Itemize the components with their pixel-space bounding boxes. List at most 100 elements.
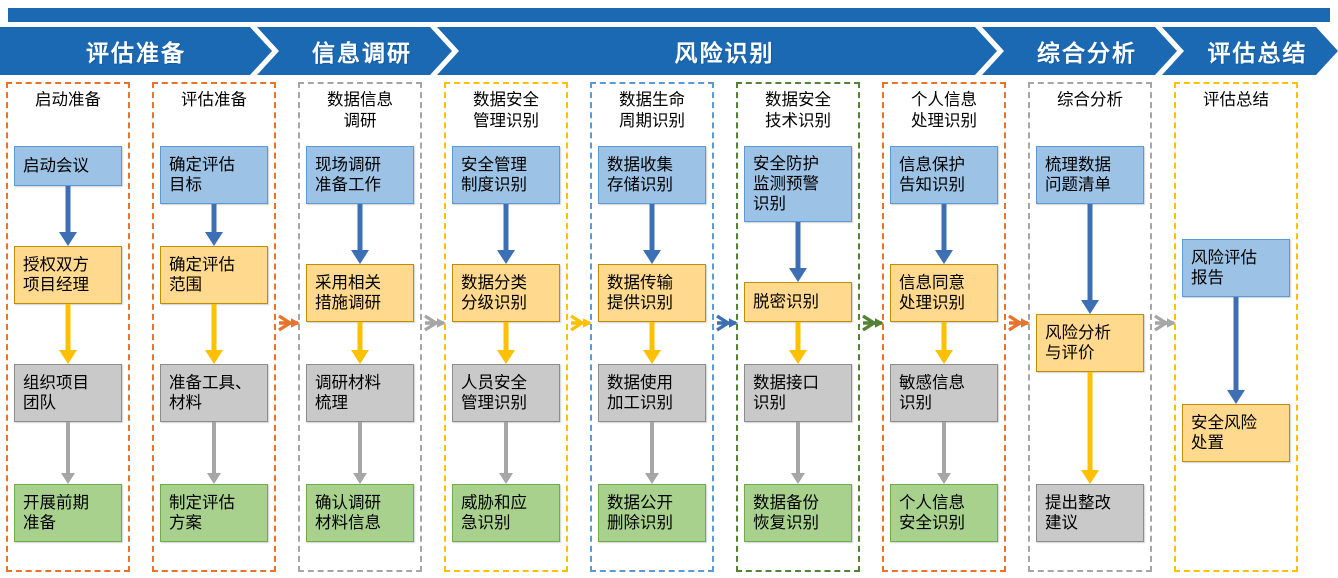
process-node[interactable]: 确定评估 范围 xyxy=(160,246,268,304)
stage-transition-arrow xyxy=(570,310,592,336)
stage-header-label: 评估准备 xyxy=(86,41,186,67)
column-title: 个人信息 处理识别 xyxy=(911,90,977,130)
process-node[interactable]: 数据备份 恢复识别 xyxy=(744,484,852,542)
arrow-shaft xyxy=(358,422,362,473)
arrow-head xyxy=(205,232,223,246)
arrow-head xyxy=(499,473,513,484)
process-column-4: 数据安全 管理识别安全管理 制度识别数据分类 分级识别人员安全 管理识别威胁和应… xyxy=(444,82,568,572)
process-node[interactable]: 安全风险 处置 xyxy=(1182,404,1290,462)
process-node[interactable]: 确认调研 材料信息 xyxy=(306,484,414,542)
arrow-shaft xyxy=(1233,297,1239,390)
process-node[interactable]: 数据分类 分级识别 xyxy=(452,264,560,322)
process-node-label: 风险评估 报告 xyxy=(1191,247,1257,287)
process-node-label: 个人信息 安全识别 xyxy=(899,492,965,532)
arrow-shaft xyxy=(65,186,71,232)
arrow-shaft xyxy=(503,204,509,250)
flow-arrow-down xyxy=(160,204,268,246)
arrow-head xyxy=(351,250,369,264)
process-node[interactable]: 启动会议 xyxy=(14,146,122,186)
process-node[interactable]: 数据公开 删除识别 xyxy=(598,484,706,542)
process-node[interactable]: 数据使用 加工识别 xyxy=(598,364,706,422)
flow-arrow-down xyxy=(744,222,852,282)
process-node-label: 信息同意 处理识别 xyxy=(899,272,965,312)
column-title: 数据安全 管理识别 xyxy=(473,90,539,130)
process-node-label: 数据收集 存储识别 xyxy=(607,154,673,194)
process-node[interactable]: 采用相关 措施调研 xyxy=(306,264,414,322)
arrow-shaft xyxy=(212,422,216,473)
process-column-9: 评估总结风险评估 报告安全风险 处置 xyxy=(1174,82,1298,572)
stage-header-label: 风险识别 xyxy=(674,41,775,67)
flow-arrow-down xyxy=(1036,372,1144,484)
arrow-head xyxy=(643,250,661,264)
process-node[interactable]: 调研材料 梳理 xyxy=(306,364,414,422)
process-node[interactable]: 脱密识别 xyxy=(744,282,852,322)
stage-header-4[interactable]: 综合分析 xyxy=(997,27,1177,75)
arrow-shaft xyxy=(1087,204,1093,300)
stage-header-label: 信息调研 xyxy=(312,41,412,67)
process-node[interactable]: 人员安全 管理识别 xyxy=(452,364,560,422)
arrow-head xyxy=(61,473,75,484)
process-node-label: 数据接口 识别 xyxy=(753,372,819,412)
flow-arrow-down xyxy=(1036,204,1144,314)
stage-transition-arrow xyxy=(862,310,884,336)
process-node[interactable]: 风险分析 与评价 xyxy=(1036,314,1144,372)
stage-header-1[interactable]: 评估准备 xyxy=(0,27,272,75)
stage-header-label: 综合分析 xyxy=(1037,41,1137,67)
flow-arrow-down xyxy=(598,204,706,264)
flow-arrow-down xyxy=(306,422,414,484)
process-node[interactable]: 信息保护 告知识别 xyxy=(890,146,998,204)
arrow-head xyxy=(789,350,807,364)
stage-header-3[interactable]: 风险识别 xyxy=(452,27,997,75)
arrow-shaft xyxy=(65,304,71,350)
arrow-head xyxy=(497,350,515,364)
process-node[interactable]: 数据接口 识别 xyxy=(744,364,852,422)
flow-arrow-down xyxy=(452,204,560,264)
process-node-label: 梳理数据 问题清单 xyxy=(1045,154,1111,194)
arrow-shaft xyxy=(211,204,217,232)
process-node[interactable]: 梳理数据 问题清单 xyxy=(1036,146,1144,204)
process-node[interactable]: 准备工具、 材料 xyxy=(160,364,268,422)
stage-header-2[interactable]: 信息调研 xyxy=(272,27,452,75)
column-title: 综合分析 xyxy=(1057,90,1123,109)
process-node-label: 安全风险 处置 xyxy=(1191,412,1257,452)
process-node[interactable]: 信息同意 处理识别 xyxy=(890,264,998,322)
process-node[interactable]: 组织项目 团队 xyxy=(14,364,122,422)
process-node[interactable]: 风险评估 报告 xyxy=(1182,239,1290,297)
arrow-shaft xyxy=(796,422,800,473)
column-title: 数据信息 调研 xyxy=(327,90,393,130)
arrow-head xyxy=(935,250,953,264)
process-column-2: 评估准备确定评估 目标确定评估 范围准备工具、 材料制定评估 方案 xyxy=(152,82,276,572)
process-node[interactable]: 授权双方 项目经理 xyxy=(14,246,122,304)
column-title: 启动准备 xyxy=(35,90,101,109)
stage-header-5[interactable]: 评估总结 xyxy=(1177,27,1338,75)
process-node-label: 数据使用 加工识别 xyxy=(607,372,673,412)
flow-arrow-down xyxy=(598,322,706,364)
process-node[interactable]: 数据传输 提供识别 xyxy=(598,264,706,322)
arrow-head xyxy=(791,473,805,484)
process-node-label: 数据备份 恢复识别 xyxy=(753,492,819,532)
arrow-head xyxy=(1227,390,1245,404)
process-node[interactable]: 现场调研 准备工作 xyxy=(306,146,414,204)
process-node-label: 风险分析 与评价 xyxy=(1045,322,1111,362)
process-node[interactable]: 安全防护 监测预警 识别 xyxy=(744,146,852,222)
columns-container: 启动准备启动会议授权双方 项目经理组织项目 团队开展前期 准备评估准备确定评估 … xyxy=(0,82,1338,572)
arrow-head xyxy=(1081,470,1099,484)
process-node[interactable]: 数据收集 存储识别 xyxy=(598,146,706,204)
process-node-label: 数据公开 删除识别 xyxy=(607,492,673,532)
arrow-shaft xyxy=(649,322,655,350)
process-node-label: 启动会议 xyxy=(23,155,89,175)
process-column-7: 个人信息 处理识别信息保护 告知识别信息同意 处理识别敏感信息 识别个人信息 安… xyxy=(882,82,1006,572)
process-node[interactable]: 提出整改 建议 xyxy=(1036,484,1144,542)
process-node[interactable]: 确定评估 目标 xyxy=(160,146,268,204)
arrow-shaft xyxy=(357,322,363,350)
process-node[interactable]: 威胁和应 急识别 xyxy=(452,484,560,542)
process-node[interactable]: 敏感信息 识别 xyxy=(890,364,998,422)
process-node[interactable]: 开展前期 准备 xyxy=(14,484,122,542)
process-node[interactable]: 个人信息 安全识别 xyxy=(890,484,998,542)
arrow-head xyxy=(935,350,953,364)
process-node[interactable]: 制定评估 方案 xyxy=(160,484,268,542)
arrow-head xyxy=(497,250,515,264)
process-node[interactable]: 安全管理 制度识别 xyxy=(452,146,560,204)
process-column-5: 数据生命 周期识别数据收集 存储识别数据传输 提供识别数据使用 加工识别数据公开… xyxy=(590,82,714,572)
process-node-label: 确定评估 范围 xyxy=(169,254,235,294)
